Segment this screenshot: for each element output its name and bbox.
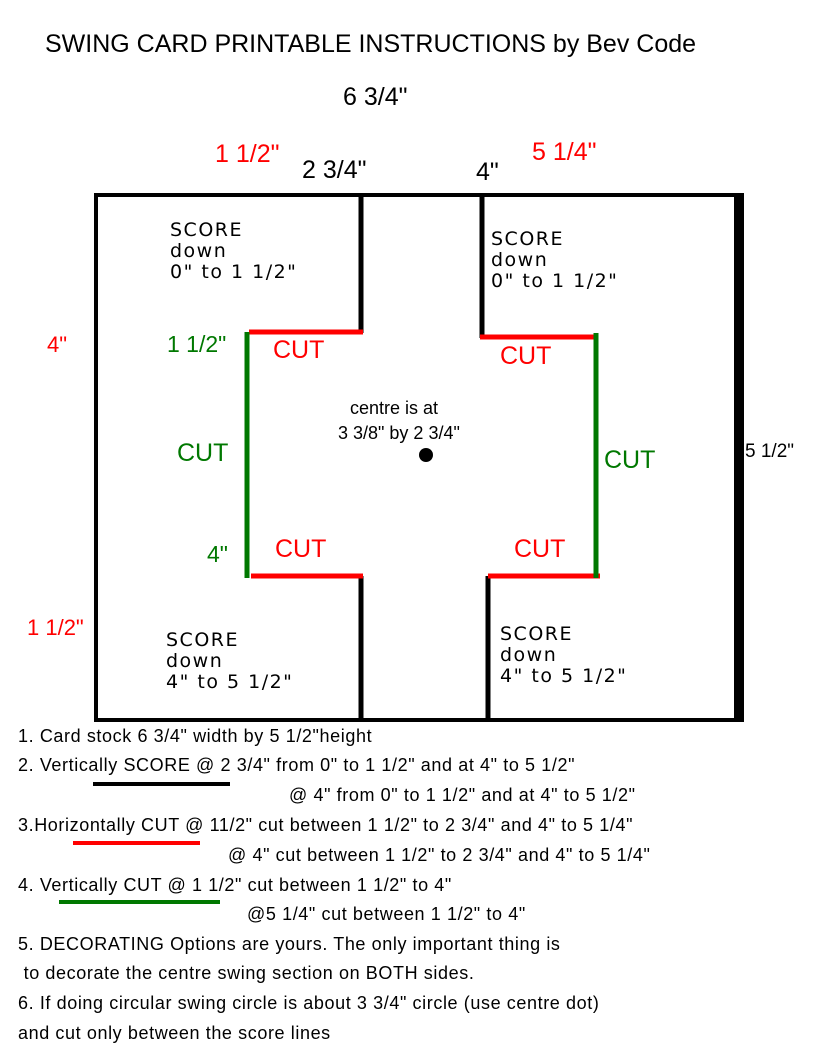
dim-total-width: 6 3/4" (343, 83, 408, 111)
dim-left-lower: 1 1/2" (27, 615, 84, 640)
legend-horizontal-cut-line (73, 841, 200, 845)
score-label-bottom-left: SCORE down 4" to 5 1/2" (166, 629, 294, 693)
cut-label-left: CUT (177, 439, 229, 467)
dim-cut-left-red: 1 1/2" (215, 140, 280, 168)
score-label-top-right: SCORE down 0" to 1 1/2" (491, 228, 619, 292)
dim-cut-right-red: 5 1/4" (532, 138, 597, 166)
cut-label-top-left: CUT (273, 336, 325, 364)
centre-note-line2: 3 3/8" by 2 3/4" (338, 423, 460, 443)
cut-label-top-right: CUT (500, 342, 552, 370)
instruction-6b: and cut only between the score lines (18, 1023, 331, 1043)
instruction-4: 4. Vertically CUT @ 1 1/2" cut between 1… (18, 875, 452, 895)
centre-note-line1: centre is at (350, 398, 439, 418)
instruction-5b: to decorate the centre swing section on … (18, 963, 475, 983)
page-title: SWING CARD PRINTABLE INSTRUCTIONS by Bev… (45, 30, 697, 58)
dim-score-right: 4" (476, 158, 499, 186)
instruction-2b: @ 4" from 0" to 1 1/2" and at 4" to 5 1/… (289, 785, 636, 805)
instruction-1: 1. Card stock 6 3/4" width by 5 1/2"heig… (18, 726, 373, 746)
legend-score-line (93, 782, 230, 786)
cut-label-bottom-left: CUT (275, 535, 327, 563)
instruction-2: 2. Vertically SCORE @ 2 3/4" from 0" to … (18, 755, 576, 775)
instruction-3b: @ 4" cut between 1 1/2" to 2 3/4" and 4"… (228, 845, 651, 865)
cut-label-right: CUT (604, 446, 656, 474)
cut-label-bottom-right: CUT (514, 535, 566, 563)
dim-left-upper: 4" (47, 332, 68, 357)
legend-vertical-cut-line (59, 900, 220, 904)
instruction-6: 6. If doing circular swing circle is abo… (18, 993, 600, 1013)
dim-green-bottom: 4" (207, 541, 228, 567)
dim-green-top: 1 1/2" (167, 331, 227, 357)
score-label-bottom-right: SCORE down 4" to 5 1/2" (500, 623, 628, 687)
score-label-top-left: SCORE down 0" to 1 1/2" (170, 219, 298, 283)
centre-dot (419, 448, 433, 462)
instruction-3: 3.Horizontally CUT @ 11/2" cut between 1… (18, 815, 634, 835)
dim-score-left: 2 3/4" (302, 156, 367, 184)
instruction-5: 5. DECORATING Options are yours. The onl… (18, 934, 561, 954)
dim-card-height: 5 1/2" (745, 441, 795, 462)
instruction-4b: @5 1/4" cut between 1 1/2" to 4" (247, 904, 526, 924)
